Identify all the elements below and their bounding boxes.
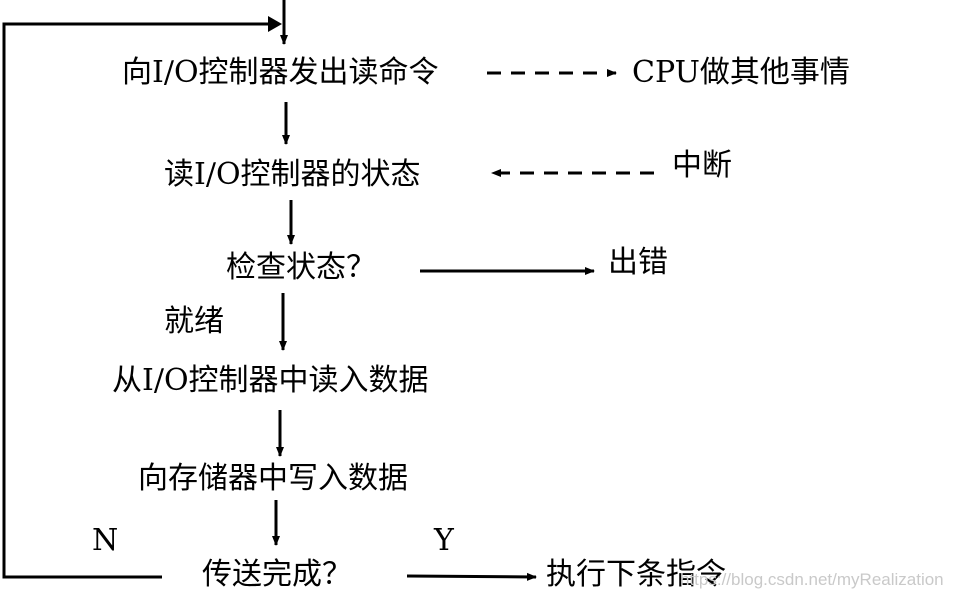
arrow-to-next-instruction [406,572,537,581]
node-next-instruction: 执行下条指令 [546,557,726,592]
node-check-status: 检查状态？ [226,250,376,285]
node-write-memory: 向存储器中写入数据 [138,461,408,496]
node-error: 出错 [608,245,668,280]
watermark: https://blog.csdn.net/myRealization [680,570,944,589]
loop-back-arrowhead [268,16,282,32]
node-cpu-other-work: CPU做其他事情 [632,55,850,90]
node-read-data: 从I/O控制器中读入数据 [112,363,429,398]
label-no: N [92,523,119,558]
node-send-read-command: 向I/O控制器发出读命令 [122,55,439,90]
node-interrupt: 中断 [672,148,732,183]
loop-back-line [2,22,268,579]
node-transfer-done: 传送完成？ [202,557,352,592]
label-yes: Y [434,523,454,558]
node-read-status: 读I/O控制器的状态 [164,157,421,192]
label-ready: 就绪 [164,304,224,339]
